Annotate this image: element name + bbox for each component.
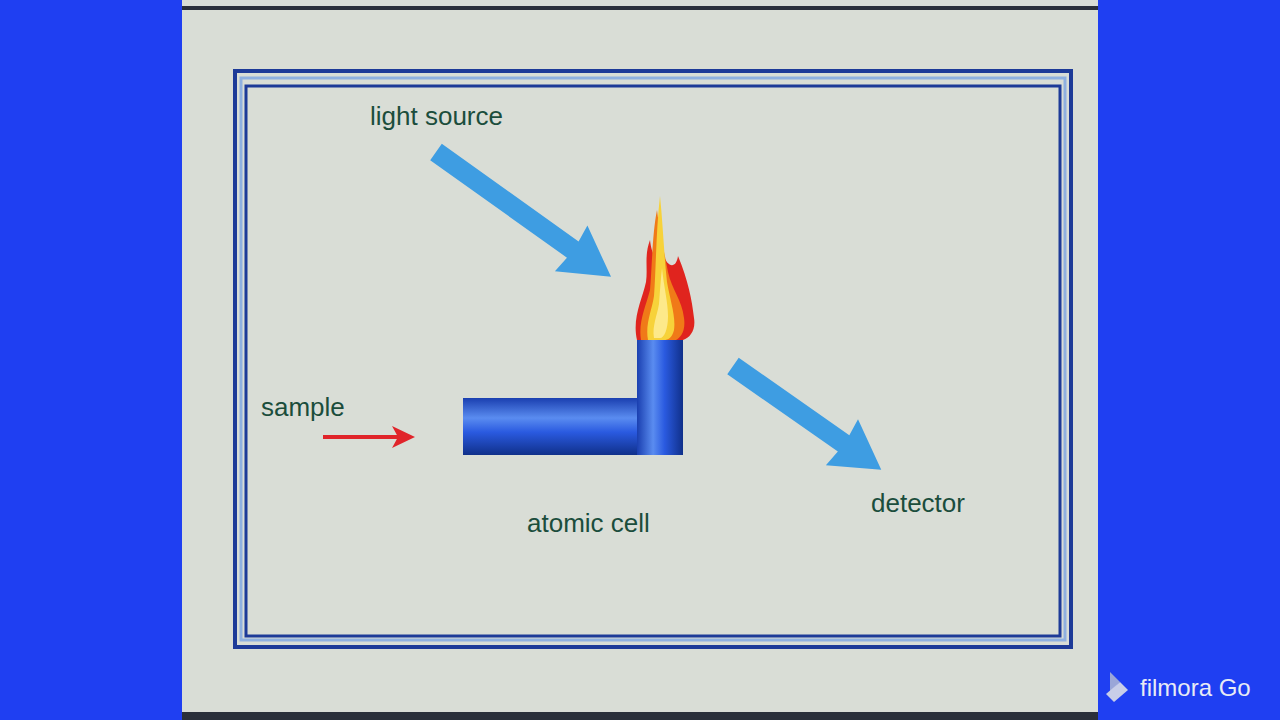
vertical-tube — [637, 340, 683, 455]
sample-arrow — [323, 426, 415, 448]
part-label: sample — [261, 392, 345, 422]
part-label: atomic cell — [527, 508, 650, 538]
detector-arrow — [717, 343, 897, 493]
horizontal-tube — [463, 398, 643, 455]
watermark-logo — [1106, 672, 1128, 702]
part-label: detector — [871, 488, 965, 518]
top-rule — [182, 6, 1098, 10]
light-arrow — [420, 129, 628, 299]
mid-frame — [241, 78, 1065, 640]
watermark: filmora Go — [1140, 673, 1251, 703]
flame — [636, 196, 695, 340]
outer-frame — [235, 71, 1071, 647]
inner-frame — [246, 86, 1060, 636]
part-label: light source — [370, 101, 503, 131]
bottom-rule — [182, 712, 1098, 720]
panel — [182, 0, 1098, 720]
